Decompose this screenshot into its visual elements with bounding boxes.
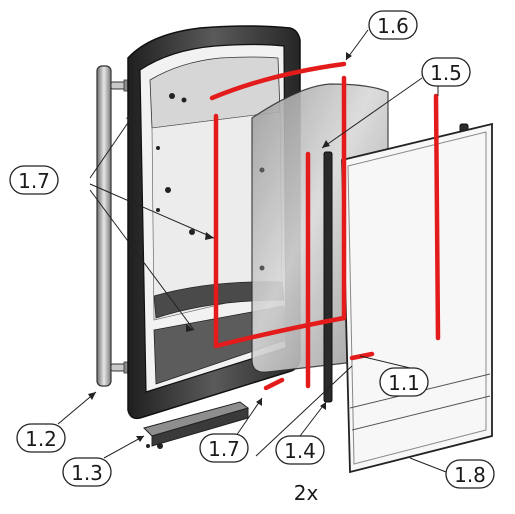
- callout-1-4: 1.4: [275, 435, 325, 465]
- door-handle: [96, 65, 131, 387]
- callout-1-7-bottom: 1.7: [199, 433, 249, 463]
- svg-text:1.4: 1.4: [284, 439, 316, 463]
- callout-1-3: 1.3: [62, 457, 112, 487]
- callout-1-8: 1.8: [445, 459, 495, 489]
- callout-1-7-top: 1.7: [9, 165, 59, 195]
- svg-text:1.1: 1.1: [388, 371, 420, 395]
- front-panel: [341, 122, 493, 474]
- leader-lines: [57, 29, 447, 473]
- gaskets: [209, 61, 441, 391]
- callout-1-6: 1.6: [368, 10, 418, 40]
- callout-1-1: 1.1: [379, 367, 429, 397]
- svg-text:1.3: 1.3: [71, 461, 103, 485]
- svg-text:1.7: 1.7: [18, 169, 50, 193]
- svg-text:1.7: 1.7: [208, 437, 240, 461]
- bottom-rail: [143, 401, 250, 449]
- svg-text:1.6: 1.6: [377, 14, 409, 38]
- quantity-note: 2x: [294, 481, 319, 505]
- svg-text:1.2: 1.2: [25, 427, 57, 451]
- svg-text:1.8: 1.8: [454, 463, 486, 487]
- callout-1-2: 1.2: [16, 423, 66, 453]
- svg-text:1.5: 1.5: [430, 61, 462, 85]
- callout-1-5: 1.5: [421, 57, 471, 87]
- leader-arrowheads: [88, 52, 352, 442]
